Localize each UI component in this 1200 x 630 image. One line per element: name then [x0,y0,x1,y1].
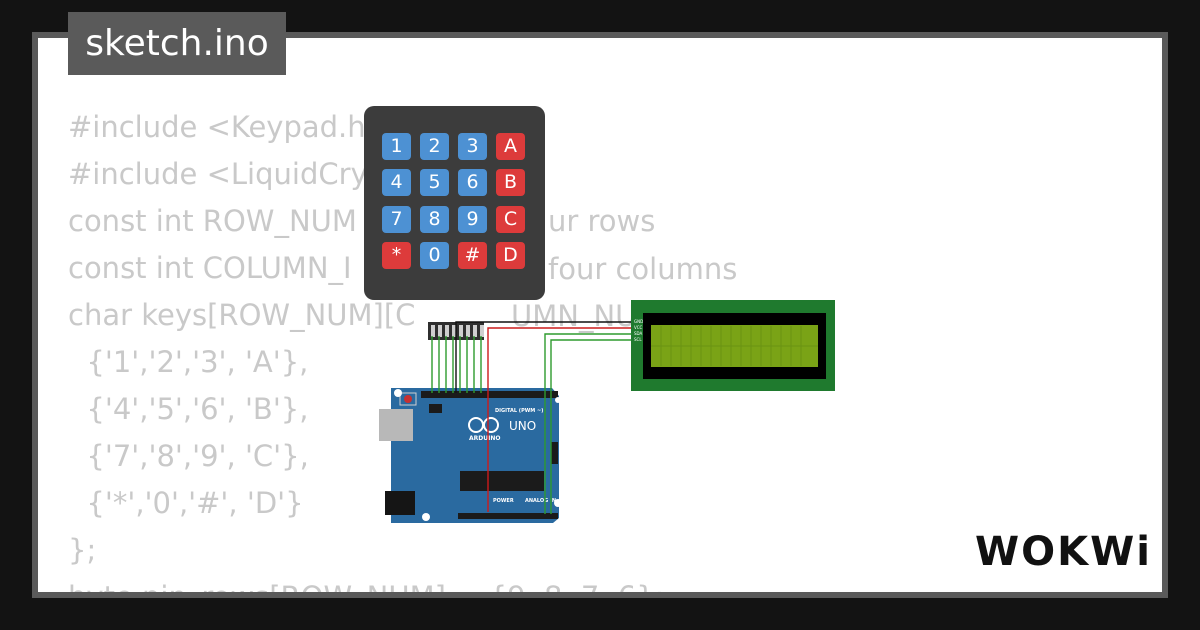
power-jack [385,491,415,515]
code-line: #include <LiquidCry [68,157,368,191]
wire-lcd-gnd [455,321,631,393]
keypad-key[interactable]: 3 [458,133,487,160]
keypad-key[interactable]: 1 [382,133,411,160]
code-line: {'4','5','6', 'B'}, [68,392,309,426]
board-model: UNO [509,419,536,433]
code-fragment: four columns [548,252,737,286]
code-line: }; [68,533,97,567]
reset-button [404,395,412,403]
power-analog-header [458,513,558,519]
digital-label: DIGITAL (PWM ~) [495,408,543,414]
keypad-4x4: 1 2 3 A 4 5 6 B 7 8 9 C * 0 # D [364,106,545,300]
code-line: const int ROW_NUM [68,204,357,238]
lcd-character-cells [651,326,818,366]
side-header [551,442,558,464]
keypad-key[interactable]: # [458,242,487,269]
infinity-logo [468,417,499,433]
lcd-pin-label: SCL [634,337,642,342]
preview-card: #include <Keypad.h #include <LiquidCry con… [38,38,1162,592]
keypad-key[interactable]: 9 [458,206,487,233]
icsp-header [429,404,442,413]
keypad-key[interactable]: 4 [382,169,411,196]
code-line: const int COLUMN_I [68,251,352,285]
keypad-key[interactable]: 2 [420,133,449,160]
analog-label: ANALOG IN [525,498,556,504]
wokwi-logo: WOKWi [975,529,1152,575]
board-mounting-holes [394,389,562,521]
keypad-key[interactable]: 7 [382,206,411,233]
file-tab[interactable]: sketch.ino [68,12,286,75]
power-label: POWER [493,498,514,504]
board-brand: ARDUINO [469,435,500,442]
code-preview: #include <Keypad.h #include <LiquidCry con… [68,104,664,592]
keypad-key[interactable]: 6 [458,169,487,196]
code-fragment: ur rows [548,204,655,238]
keypad-key[interactable]: * [382,242,411,269]
code-line: byte pin_rows[ROW_NUM] = {9, 8, 7, 6}; [68,574,664,592]
keypad-key[interactable]: B [496,169,525,196]
wire-lcd-sda [544,333,631,514]
arduino-board: ARDUINO UNO DIGITAL (PWM ~) POWER ANALOG… [379,388,562,523]
code-line: #include <Keypad.h [68,110,366,144]
code-line: {'*','0','#', 'D'} [68,486,304,520]
microcontroller-chip [460,471,544,491]
usb-port [379,409,413,441]
keypad-key[interactable]: 8 [420,206,449,233]
code-line: {'7','8','9', 'C'}, [68,439,309,473]
keypad-key[interactable]: A [496,133,525,160]
digital-header [421,391,558,398]
wire-lcd-vcc [487,327,631,512]
keypad-key[interactable]: 0 [420,242,449,269]
lcd-pin-label: GND [634,319,643,324]
keypad-key[interactable]: C [496,206,525,233]
wires [431,321,631,514]
keypad-header-pins [431,325,484,337]
code-line: char keys[ROW_NUM][C [68,298,416,332]
keypad-key[interactable]: 5 [420,169,449,196]
code-line: {'1','2','3', 'A'}, [68,345,309,379]
keypad-key[interactable]: D [496,242,525,269]
lcd-pin-label: SDA [634,331,643,336]
lcd-module: GND VCC SDA SCL [631,300,835,391]
lcd-pin-label: VCC [634,325,643,330]
wire-lcd-scl [550,339,631,514]
